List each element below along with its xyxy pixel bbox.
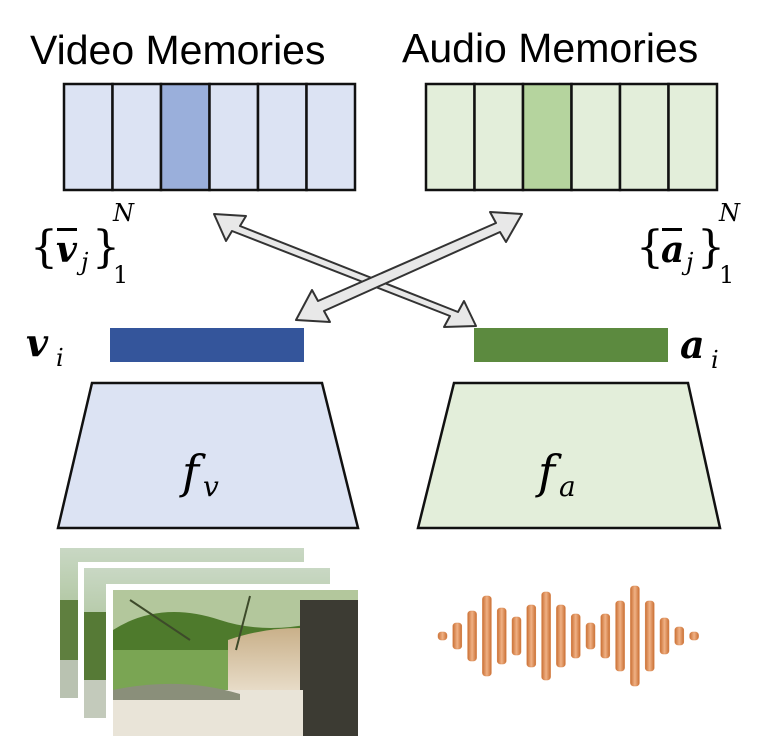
- waveform-bar: [511, 616, 522, 656]
- audio-memory-slot: [570, 82, 622, 192]
- waveform-bar: [496, 607, 507, 665]
- waveform-bar: [689, 631, 699, 641]
- waveform-bar: [541, 591, 551, 681]
- waveform-bar: [585, 622, 596, 650]
- video-frame-front: [106, 584, 360, 736]
- video-set-open-brace: {: [30, 222, 58, 273]
- audio-encoder-subscript: a: [559, 470, 576, 503]
- audio-memory-slot-highlighted: [521, 82, 573, 192]
- audio-memory-bank: [424, 82, 719, 192]
- waveform-bar: [630, 585, 640, 687]
- video-memory-slot: [305, 82, 357, 192]
- audio-set-upper: N: [718, 199, 741, 227]
- video-memory-slot: [208, 82, 260, 192]
- video-set-bar: [57, 228, 77, 231]
- waveform-bar: [526, 604, 537, 668]
- video-memory-slot: [111, 82, 163, 192]
- video-frames: [60, 548, 360, 736]
- video-memory-bank: [62, 82, 357, 192]
- waveform-bar: [556, 604, 566, 668]
- audio-set-close-brace: }: [697, 222, 725, 273]
- waveform-bar: [600, 613, 611, 659]
- waveform-bar: [659, 617, 670, 655]
- video-memory-slot: [62, 82, 114, 192]
- video-set-upper: N: [112, 199, 135, 227]
- video-embedding-index: i: [56, 344, 64, 372]
- audio-memory-slot: [473, 82, 525, 192]
- audio-memory-set-label: { a j } N 1: [636, 199, 741, 289]
- video-embedding-symbol: v: [26, 320, 49, 365]
- video-encoder-block: [56, 381, 360, 530]
- video-embedding-label: v i: [26, 320, 64, 372]
- waveform-bar: [570, 613, 581, 659]
- audio-set-lower: 1: [719, 261, 734, 289]
- waveform-bar: [482, 595, 492, 677]
- waveform-bar: [467, 610, 477, 662]
- video-memories-title: Video Memories: [30, 27, 326, 73]
- audio-set-bar: [662, 228, 682, 231]
- cross-attention-arrows: [213, 211, 523, 328]
- audio-memory-slot: [424, 82, 476, 192]
- waveform-bar: [615, 600, 625, 672]
- video-memory-slot-highlighted: [159, 82, 211, 192]
- video-embedding-bar: [110, 328, 304, 362]
- video-encoder-subscript: v: [203, 470, 219, 503]
- video-set-close-brace: }: [92, 222, 120, 273]
- audio-embedding-bar: [474, 328, 668, 362]
- waveform-bar: [674, 626, 685, 646]
- audio-memory-slot: [618, 82, 670, 192]
- audio-encoder-block: [416, 381, 722, 530]
- audio-embedding-label: a i: [680, 322, 719, 374]
- audio-waveform: [437, 585, 699, 687]
- audio-embedding-index: i: [711, 346, 719, 374]
- video-memory-slot: [256, 82, 308, 192]
- video-memory-to-audio-embedding-arrow: [213, 213, 477, 328]
- video-set-index: j: [76, 248, 89, 276]
- video-set-lower: 1: [113, 261, 128, 289]
- video-set-symbol: v: [56, 229, 78, 271]
- audio-set-symbol: a: [661, 229, 684, 271]
- audio-set-open-brace: {: [636, 222, 664, 273]
- waveform-bar: [437, 631, 448, 641]
- audio-memory-slot: [667, 82, 719, 192]
- audio-memory-to-video-embedding-arrow: [295, 211, 523, 323]
- waveform-bar: [452, 622, 463, 650]
- waveform-bar: [644, 600, 655, 672]
- audio-embedding-symbol: a: [680, 322, 705, 367]
- video-memory-set-label: { v j } N 1: [30, 199, 135, 289]
- audio-memories-title: Audio Memories: [402, 25, 698, 71]
